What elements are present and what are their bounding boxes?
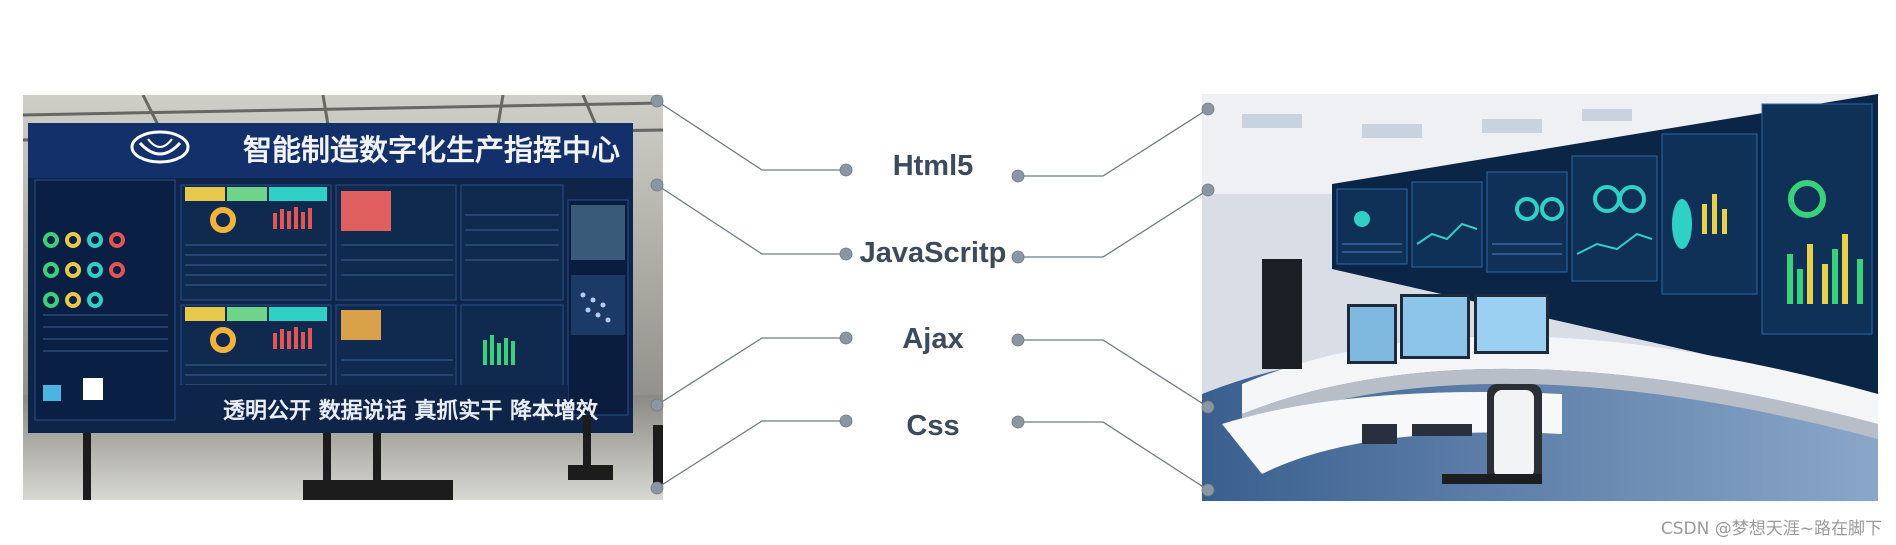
screen-title: 智能制造数字化生产指挥中心	[243, 133, 620, 167]
label-css: Css	[906, 410, 960, 442]
connector-left-javascript	[656, 184, 846, 255]
dot-right-photo-4	[1201, 483, 1215, 497]
left-photo-illustration: 智能制造数字化生产指挥中心	[23, 95, 663, 500]
dot-left-ajax	[839, 331, 853, 345]
dot-left-css	[839, 414, 853, 428]
dot-right-ajax	[1011, 333, 1025, 347]
office-chair	[1442, 384, 1542, 484]
car-brand-logo-icon	[130, 130, 190, 164]
connector-left-ajax	[656, 337, 846, 406]
dot-right-photo-3	[1201, 400, 1215, 414]
left-photo-factory-wall: 智能制造数字化生产指挥中心	[23, 95, 663, 500]
dot-right-css	[1011, 415, 1025, 429]
connector-right-css	[1018, 421, 1209, 491]
dot-left-photo-1	[650, 94, 664, 108]
dot-left-html5	[839, 163, 853, 177]
dot-left-javascript	[839, 247, 853, 261]
dot-right-html5	[1011, 169, 1025, 183]
dot-left-photo-2	[650, 178, 664, 192]
label-javascript: JavaScritp	[859, 237, 1007, 269]
label-html5: Html5	[892, 150, 974, 182]
label-ajax: Ajax	[902, 323, 964, 355]
desk-monitors	[1262, 259, 1549, 369]
connector-left-css	[656, 420, 846, 489]
dot-left-photo-4	[650, 481, 664, 495]
screen-slogan: 透明公开 数据说话 真抓实干 降本增效	[223, 398, 598, 424]
connector-right-html5	[1018, 108, 1209, 177]
dot-right-javascript	[1011, 250, 1025, 264]
connector-left-html5	[656, 100, 846, 171]
dot-right-photo-1	[1201, 102, 1215, 116]
control-room-icon	[1202, 94, 1878, 501]
right-photo-control-room	[1202, 94, 1878, 501]
dot-left-photo-3	[650, 398, 664, 412]
connector-right-javascript	[1018, 189, 1209, 258]
dot-right-photo-2	[1201, 183, 1215, 197]
csdn-watermark: CSDN @梦想天涯~路在脚下	[1660, 519, 1882, 539]
connector-right-ajax	[1018, 339, 1209, 408]
wall-dashboards	[1336, 103, 1873, 335]
